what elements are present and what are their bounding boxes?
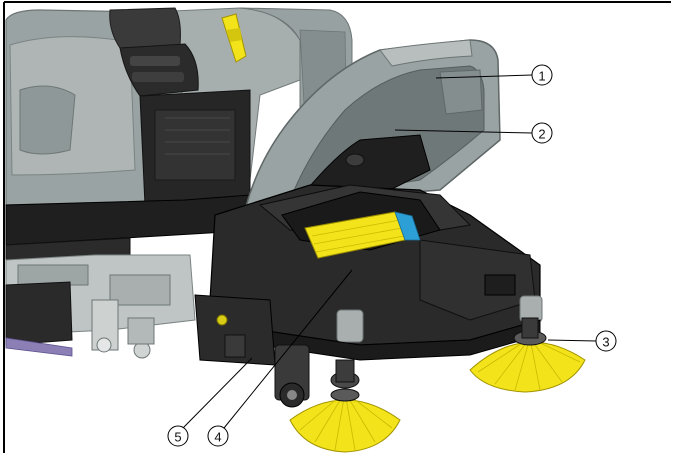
engine-compartment — [139, 89, 251, 206]
front-side-box — [194, 294, 276, 366]
callout-leader-5 — [182, 357, 253, 429]
callout-leader-1 — [435, 74, 533, 79]
callout-leader-4 — [223, 269, 353, 429]
callout-1: 1 — [531, 64, 553, 86]
callout-leader-2 — [394, 129, 533, 134]
main-roller-brush — [304, 211, 421, 259]
callout-2: 2 — [531, 122, 553, 144]
callout-5: 5 — [167, 425, 189, 447]
callout-label-5: 5 — [174, 430, 181, 445]
left-frame-assembly — [5, 254, 196, 359]
front-left-brush-mount — [274, 344, 360, 408]
front-side-brush — [289, 388, 401, 453]
callout-circle — [595, 330, 617, 352]
callout-label-1: 1 — [538, 69, 545, 84]
callout-circle — [531, 122, 553, 144]
callout-leader-3 — [547, 339, 597, 342]
callout-label-2: 2 — [538, 127, 545, 142]
callout-label-4: 4 — [214, 430, 221, 445]
callout-label-3: 3 — [602, 335, 609, 350]
callout-circle — [167, 425, 189, 447]
right-side-brush — [469, 317, 586, 393]
callout-circle — [531, 64, 553, 86]
callout-4: 4 — [207, 425, 229, 447]
yellow-handle — [221, 13, 247, 63]
callout-circle — [207, 425, 229, 447]
callout-3: 3 — [595, 330, 617, 352]
operator-seat — [109, 7, 199, 97]
figure-frame — [3, 1, 671, 453]
callout-leaders — [182, 74, 597, 429]
